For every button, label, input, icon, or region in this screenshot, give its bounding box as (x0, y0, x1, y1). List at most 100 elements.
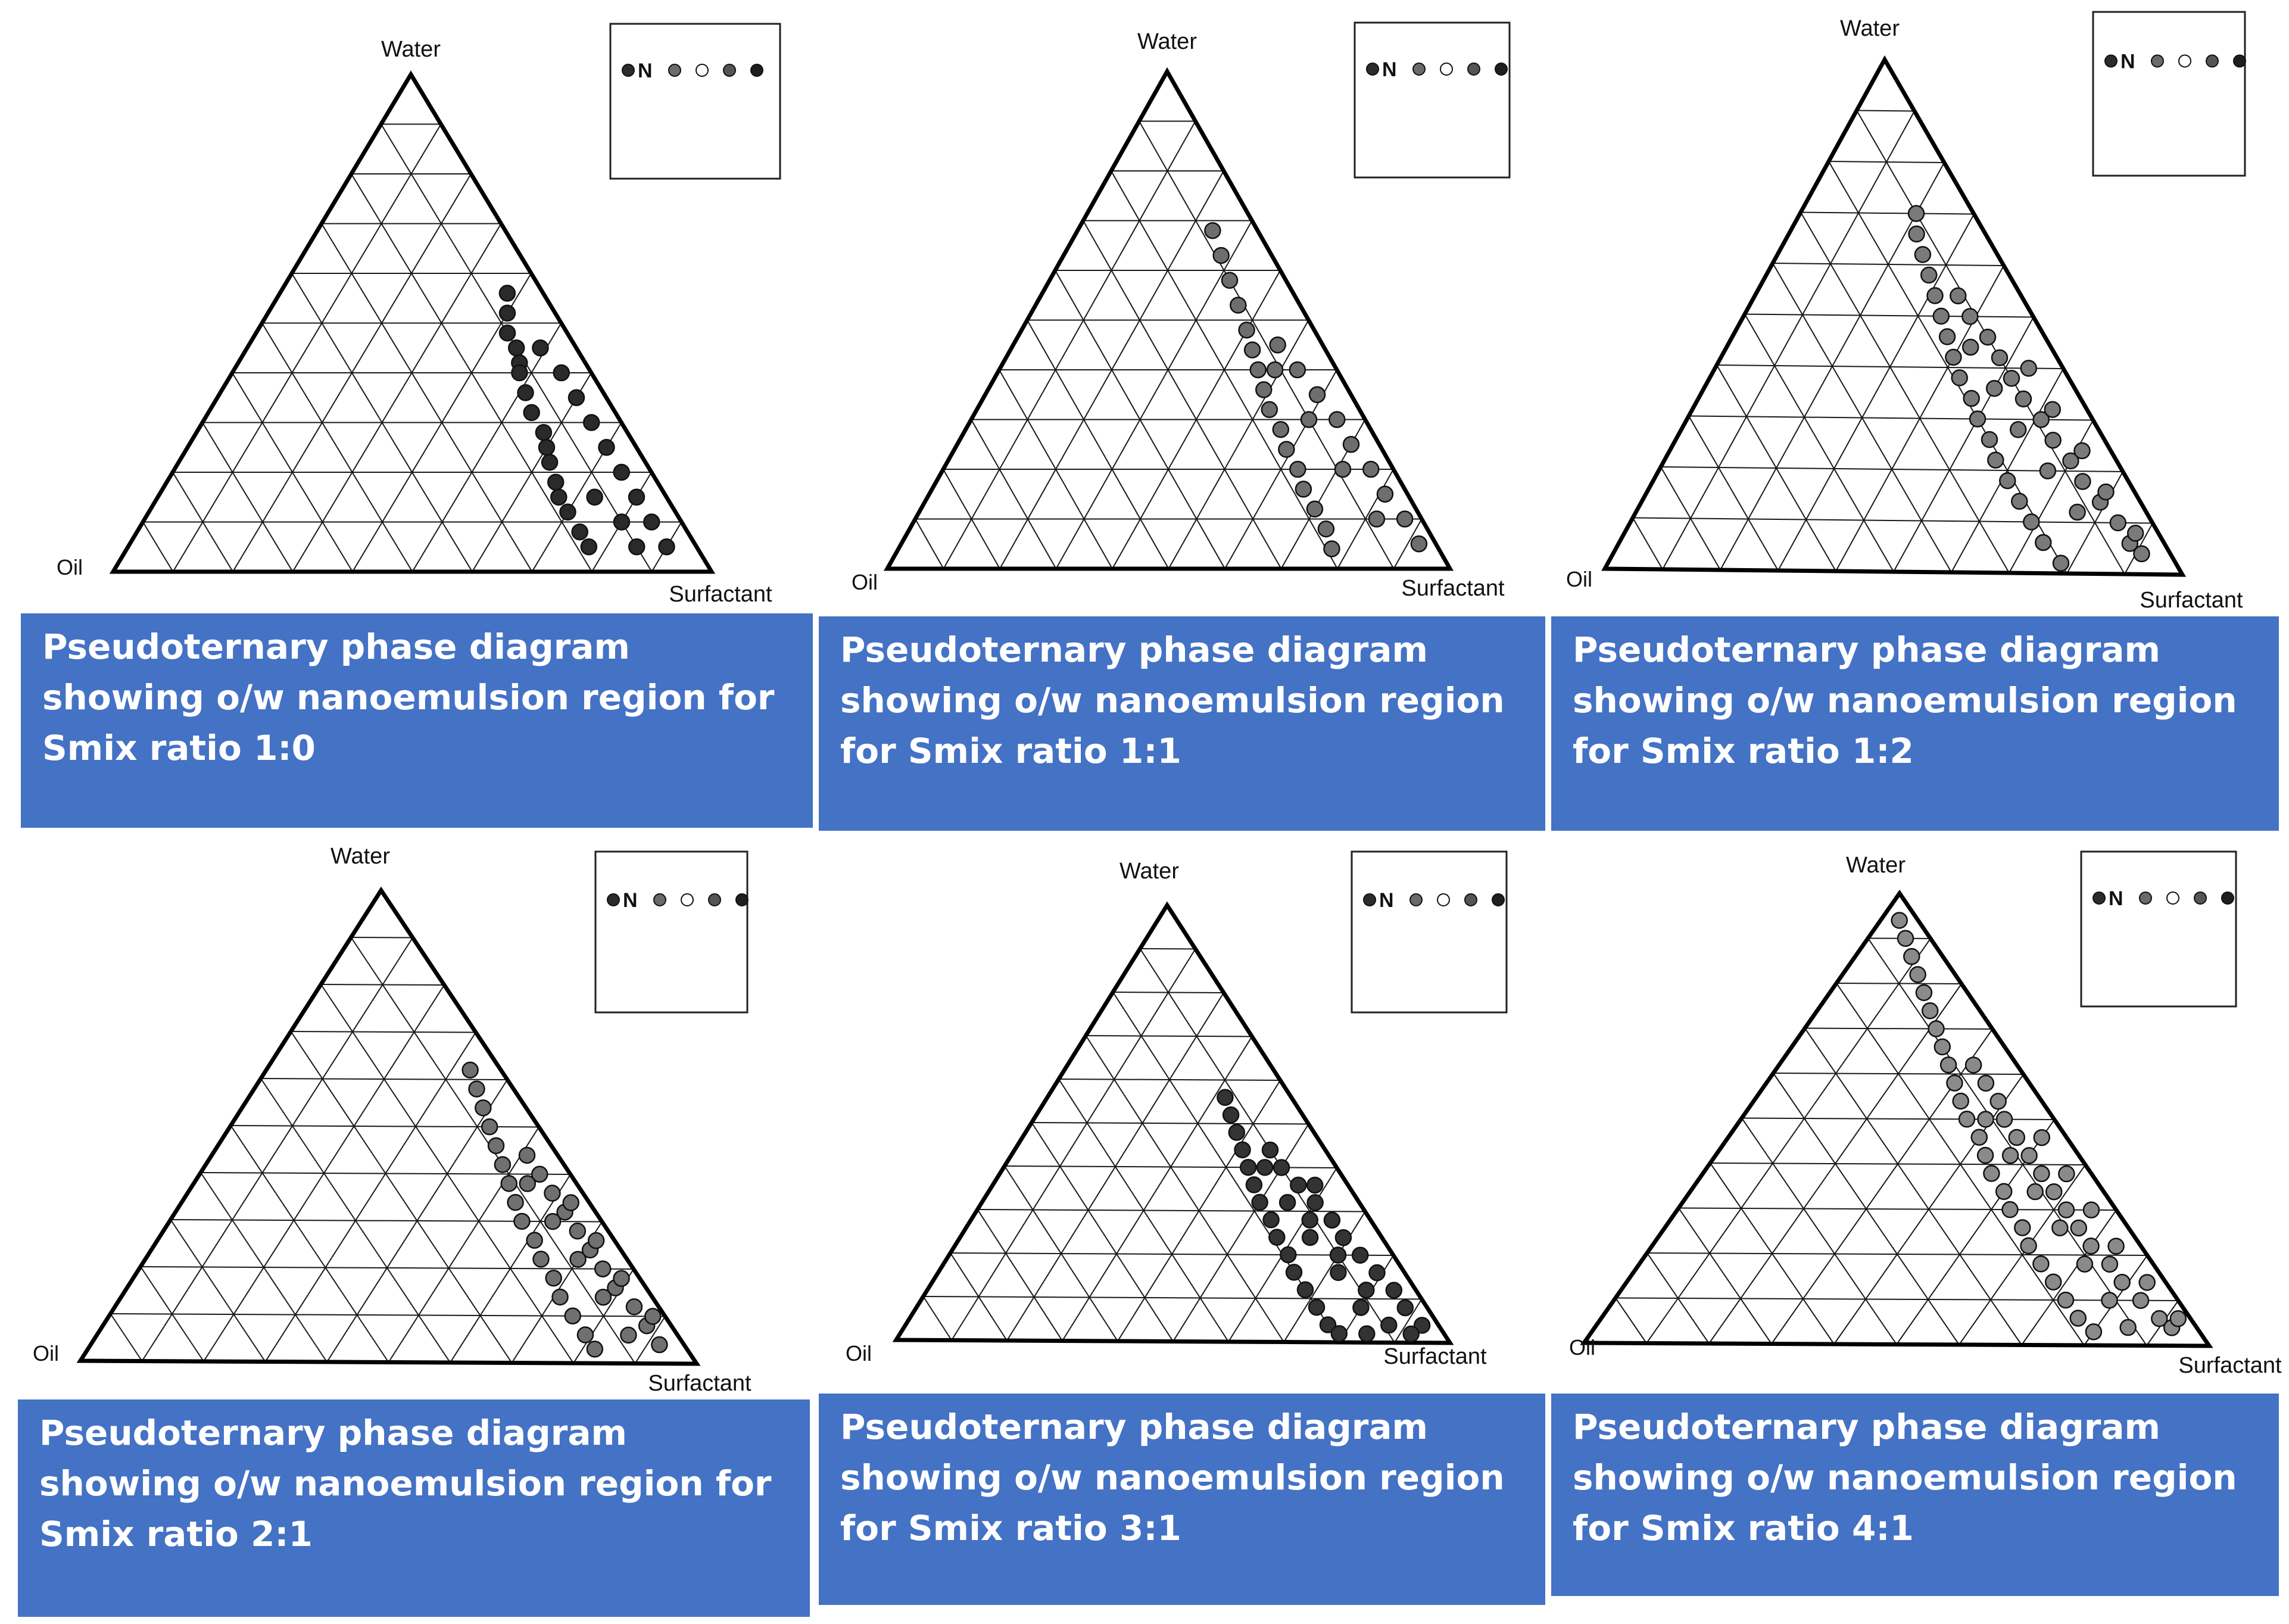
triangle-outline (1580, 889, 2213, 1348)
region-point (1951, 369, 1968, 386)
region-point (2052, 554, 2070, 572)
region-point (1995, 1111, 2013, 1128)
region-point (1952, 1092, 1969, 1110)
region-point (513, 1212, 531, 1230)
region-point (1300, 411, 1318, 428)
grid-line (1632, 517, 1663, 570)
vertex-label-water: Water (1119, 859, 1179, 884)
vertex-label-surfactant: Surfactant (2140, 588, 2243, 613)
grid-line (943, 121, 1196, 569)
region-point (2132, 1292, 2150, 1309)
region-point (1413, 1317, 1431, 1334)
grid-line (472, 372, 592, 572)
grid-line (351, 937, 413, 939)
region-point (544, 1185, 561, 1202)
grid-line (1772, 263, 1952, 573)
legend-marker (1492, 893, 1505, 906)
region-point (2014, 390, 2032, 408)
region-point (2008, 1129, 2026, 1146)
region-point (1262, 1211, 1280, 1229)
region-point (2032, 1255, 2050, 1273)
grid-line (1836, 983, 1962, 984)
grid-line (1646, 1252, 1710, 1344)
legend-marker (1409, 893, 1423, 906)
region-point (2026, 1183, 2044, 1201)
legend: N (2080, 850, 2237, 1008)
region-point (2039, 462, 2057, 479)
region-point (1251, 1193, 1268, 1211)
grid-line (170, 1219, 603, 1223)
region-point (1230, 297, 1247, 314)
region-point (569, 1222, 587, 1240)
region-point (651, 1336, 668, 1354)
region-point (1245, 1176, 1263, 1193)
triangle-outline (1601, 55, 2187, 577)
region-point (559, 503, 576, 521)
legend-box (2080, 850, 2237, 1008)
grid-line (1660, 466, 1721, 571)
grid-line (1800, 211, 1975, 215)
region-point (1306, 1194, 1324, 1211)
region-point (551, 1288, 569, 1306)
region-point (1285, 1264, 1303, 1281)
region-point (1926, 287, 1944, 304)
region-point (594, 1260, 612, 1277)
grid-line (1027, 320, 1170, 569)
vertex-label-surfactant: Surfactant (1383, 1344, 1487, 1369)
grid-line (1394, 1298, 1423, 1344)
region-point (1268, 1229, 1286, 1246)
grid-line (202, 422, 294, 572)
grid-line (1678, 1207, 2117, 1211)
region-point (1273, 1159, 1290, 1176)
region-point (571, 523, 588, 541)
grid-line (915, 519, 944, 569)
legend-marker (2151, 54, 2164, 68)
region-point (545, 1269, 562, 1287)
vertex-label-oil: Oil (1566, 567, 1592, 591)
grid-line (977, 1209, 1365, 1212)
region-point (1946, 1074, 1963, 1092)
caption-text: Pseudoternary phase diagram showing o/w … (42, 626, 775, 768)
region-point (2119, 1318, 2137, 1336)
grid-line (1172, 1123, 1309, 1342)
grid-line (110, 1313, 143, 1362)
region-point (1221, 272, 1239, 289)
region-point (532, 1251, 550, 1268)
region-point (2009, 421, 2027, 438)
region-point (487, 1137, 505, 1155)
region-point (2003, 370, 2020, 387)
region-point (1280, 1246, 1297, 1264)
grid-line (1615, 1297, 2179, 1301)
region-point (2074, 473, 2091, 490)
triangle-outline (892, 901, 1454, 1345)
grid-line (1085, 1035, 1284, 1343)
figure-caption: Pseudoternary phase diagram showing o/w … (819, 616, 1545, 831)
figure-caption: Pseudoternary phase diagram showing o/w … (21, 613, 813, 828)
vertex-label-oil: Oil (57, 555, 83, 579)
caption-text: Pseudoternary phase diagram showing o/w … (39, 1413, 772, 1554)
region-point (2045, 1183, 2063, 1201)
region-point (1290, 1176, 1307, 1194)
legend-box (2092, 11, 2246, 177)
triangle-outline (884, 67, 1454, 571)
legend-marker (2206, 54, 2219, 68)
legend-marker (622, 64, 635, 77)
region-point (2076, 1255, 2094, 1273)
region-point (1934, 1038, 1951, 1056)
grid-line (1632, 517, 2153, 524)
region-point (1945, 348, 1962, 366)
grid-line (1828, 161, 1945, 163)
region-point (2073, 442, 2091, 460)
region-point (541, 454, 559, 471)
legend-label: N (1382, 58, 1397, 81)
region-point (2101, 1255, 2119, 1273)
legend-marker (1437, 893, 1450, 906)
grid-line (1951, 368, 2064, 573)
region-point (517, 384, 534, 401)
region-point (1969, 410, 1986, 428)
grid-line (923, 1296, 1422, 1300)
grid-lines (142, 123, 682, 572)
